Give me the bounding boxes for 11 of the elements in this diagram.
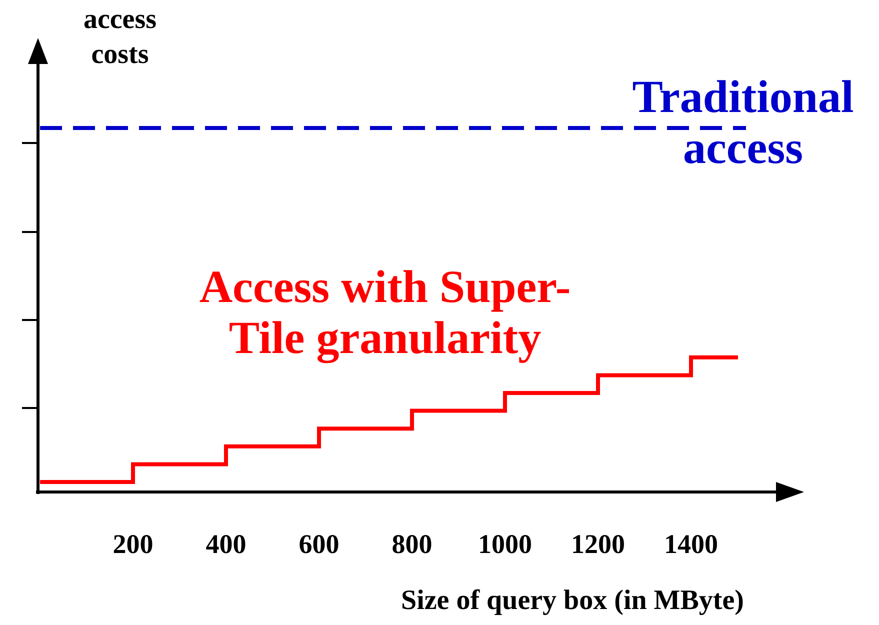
axis-title: Size of query box (in MByte) bbox=[400, 586, 745, 617]
tick-label: 600 bbox=[298, 530, 340, 560]
tick-label: 400 bbox=[204, 530, 248, 560]
tick-label: 1000 bbox=[477, 530, 533, 560]
tick-label: 200 bbox=[112, 530, 154, 560]
line-label: Traditional access bbox=[631, 72, 855, 174]
tick-label: 800 bbox=[390, 530, 434, 560]
tick-label: 1400 bbox=[663, 530, 719, 560]
tick-label: 1200 bbox=[570, 530, 626, 560]
axis-title: access costs bbox=[82, 3, 158, 72]
line-label: Access with Super-Tile granularity bbox=[198, 262, 572, 364]
